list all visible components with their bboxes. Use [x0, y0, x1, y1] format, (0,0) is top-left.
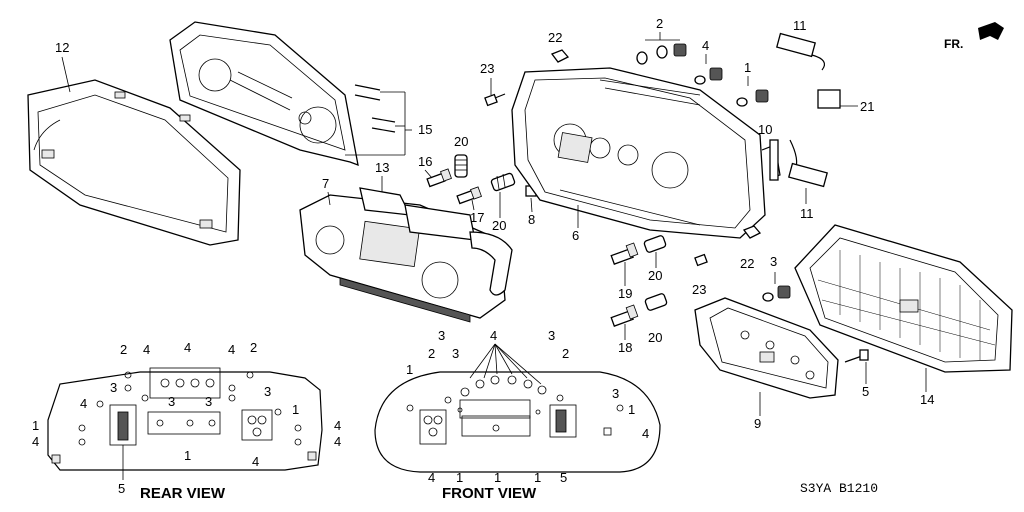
part-16-bulb-socket [426, 168, 452, 188]
callout-15: 15 [418, 122, 432, 137]
rear-label-4-f: 4 [334, 418, 341, 433]
part-20-bulb-d [644, 293, 668, 311]
front-label-1-e: 1 [534, 470, 541, 485]
callout-9: 9 [754, 416, 761, 431]
rear-label-2-b: 2 [250, 340, 257, 355]
callout-18: 18 [618, 340, 632, 355]
part-2-bulbs [636, 43, 687, 65]
rear-label-3-d: 3 [264, 384, 271, 399]
front-view-outline [374, 371, 661, 473]
direction-label: FR. [944, 37, 963, 51]
part-3-bulb [762, 285, 791, 302]
part-20-bulb-a [454, 154, 468, 178]
callout-7: 7 [322, 176, 329, 191]
part-5-bulb [844, 349, 869, 363]
callout-10: 10 [758, 122, 772, 137]
rear-label-4-g: 4 [334, 434, 341, 449]
rear-label-4-h: 4 [252, 454, 259, 469]
front-label-3-d: 3 [612, 386, 619, 401]
front-label-5: 5 [560, 470, 567, 485]
rear-label-1-b: 1 [32, 418, 39, 433]
front-label-1-b: 1 [628, 402, 635, 417]
rear-label-2-a: 2 [120, 342, 127, 357]
front-label-2-b: 2 [562, 346, 569, 361]
rear-label-4-e: 4 [32, 434, 39, 449]
part-17-bulb-socket [456, 186, 482, 205]
callout-14: 14 [920, 392, 934, 407]
callout-5: 5 [862, 384, 869, 399]
callout-1: 1 [744, 60, 751, 75]
callout-23-a: 23 [480, 61, 494, 76]
rear-label-4-c: 4 [228, 342, 235, 357]
callout-3: 3 [770, 254, 777, 269]
part-15-strips [354, 84, 396, 133]
part-23-screw-b [694, 253, 708, 267]
callout-21: 21 [860, 99, 874, 114]
front-label-1-c: 1 [456, 470, 463, 485]
rear-label-3-a: 3 [110, 380, 117, 395]
rear-label-1-c: 1 [184, 448, 191, 463]
callout-22-a: 22 [548, 30, 562, 45]
part-11-harness-b [788, 139, 828, 188]
callout-20-a: 20 [454, 134, 468, 149]
rear-label-3-b: 3 [168, 394, 175, 409]
callout-20-d: 20 [648, 330, 662, 345]
callout-16: 16 [418, 154, 432, 169]
part-22-nut-b [742, 225, 762, 239]
front-label-1-a: 1 [406, 362, 413, 377]
callout-19: 19 [618, 286, 632, 301]
callout-2: 2 [656, 16, 663, 31]
callout-20-c: 20 [648, 268, 662, 283]
part-18-bulb-socket [610, 304, 639, 327]
front-label-1-d: 1 [494, 470, 501, 485]
front-label-4-a: 4 [490, 328, 497, 343]
front-view-caption: FRONT VIEW [442, 485, 537, 502]
part-6-meter-case [511, 67, 766, 239]
rear-label-5: 5 [118, 481, 125, 496]
front-label-3-a: 3 [438, 328, 445, 343]
front-label-2-a: 2 [428, 346, 435, 361]
part-14-lower-case [794, 224, 1013, 373]
rear-view-caption: REAR VIEW [140, 485, 226, 502]
part-11-harness-a [776, 32, 825, 71]
callout-11-b: 11 [800, 206, 814, 221]
rear-label-4-b: 4 [184, 340, 191, 355]
callout-17: 17 [470, 210, 484, 225]
rear-label-1-a: 1 [292, 402, 299, 417]
part-15-meter-panel [169, 21, 359, 167]
part-23-screw-a [484, 93, 506, 107]
diagram-code: S3YA B1210 [800, 481, 878, 496]
front-label-3-b: 3 [548, 328, 555, 343]
callout-8: 8 [528, 212, 535, 227]
part-19-bulb-socket [610, 242, 639, 265]
callout-20-b: 20 [492, 218, 506, 233]
part-20-bulb-b [490, 172, 516, 192]
rear-label-3-c: 3 [205, 394, 212, 409]
callout-23-b: 23 [692, 282, 706, 297]
part-1-bulbs [736, 89, 769, 107]
rear-label-4-a: 4 [143, 342, 150, 357]
front-label-4-b: 4 [642, 426, 649, 441]
part-9-circuit-board [694, 297, 839, 399]
callout-12: 12 [55, 40, 69, 55]
callout-11-a: 11 [793, 18, 807, 33]
front-label-4-c: 4 [428, 470, 435, 485]
part-20-bulb-c [643, 235, 667, 253]
part-7-display-assembly [299, 187, 513, 323]
front-label-3-c: 3 [452, 346, 459, 361]
part-12-rear-housing [27, 79, 241, 246]
rear-label-4-d: 4 [80, 396, 87, 411]
front-direction-arrow-icon [978, 22, 1004, 40]
part-4-bulbs [694, 67, 723, 85]
rear-view-outline [47, 367, 323, 471]
callout-13: 13 [375, 160, 389, 175]
part-21-label [817, 89, 841, 109]
part-22-nut-a [550, 49, 570, 63]
callout-22-b: 22 [740, 256, 754, 271]
callout-6: 6 [572, 228, 579, 243]
part-10-connector [761, 139, 781, 181]
callout-4: 4 [702, 38, 709, 53]
